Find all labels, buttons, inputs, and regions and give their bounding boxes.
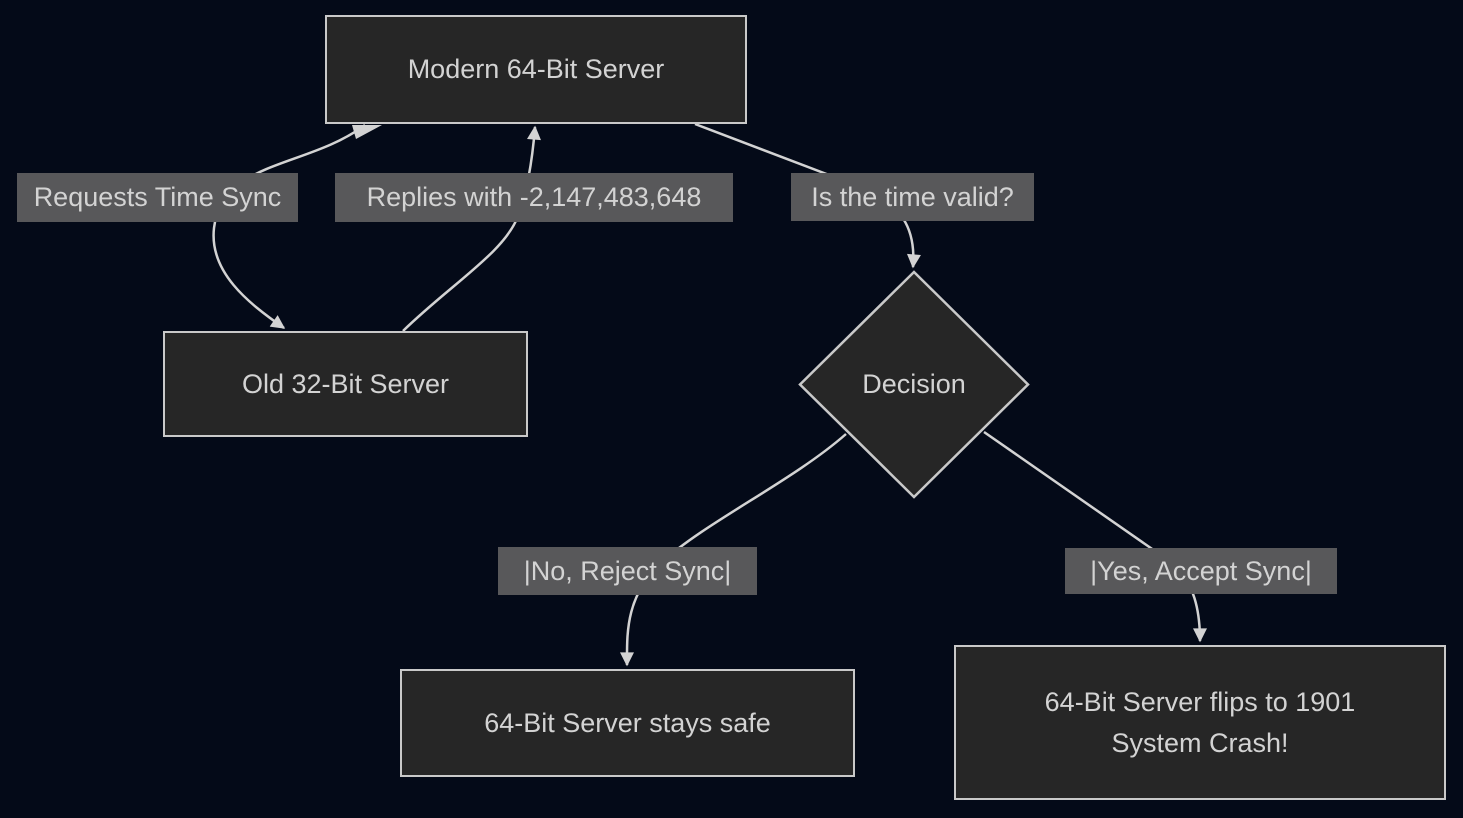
edge-label-no-reject-sync: |No, Reject Sync| bbox=[498, 547, 757, 595]
decision-diamond-shape bbox=[798, 270, 1030, 499]
edge-yes-accept-sync bbox=[983, 430, 1207, 643]
edge-label-is-time-valid: Is the time valid? bbox=[791, 173, 1034, 221]
edge-label-replies-overflow: Replies with -2,147,483,648 bbox=[335, 173, 733, 222]
edge-label-replies-text: Replies with -2,147,483,648 bbox=[366, 182, 702, 212]
node-decision-label: Decision bbox=[862, 369, 966, 399]
edge-label-valid-text: Is the time valid? bbox=[811, 181, 1014, 212]
edge-requests-start-arrowhead bbox=[352, 125, 382, 139]
edge-label-no-text: |No, Reject Sync| bbox=[523, 555, 732, 586]
node-decision: Decision bbox=[844, 362, 984, 407]
edge-label-yes-text: |Yes, Accept Sync| bbox=[1090, 555, 1312, 586]
node-old-label: Old 32-Bit Server bbox=[241, 368, 450, 399]
node-server-stays-safe: 64-Bit Server stays safe bbox=[400, 669, 855, 777]
node-modern-64bit-server: Modern 64-Bit Server bbox=[325, 15, 747, 124]
node-system-crash: 64-Bit Server flips to 1901 System Crash… bbox=[954, 645, 1446, 800]
edge-label-requests-time-sync: Requests Time Sync bbox=[17, 173, 298, 222]
node-safe-label: 64-Bit Server stays safe bbox=[484, 707, 771, 738]
node-crash-label-line2: System Crash! bbox=[1111, 727, 1289, 758]
edge-replies-overflow bbox=[402, 125, 541, 332]
node-crash-label-line1: 64-Bit Server flips to 1901 bbox=[1044, 686, 1356, 717]
node-modern-label: Modern 64-Bit Server bbox=[407, 54, 665, 84]
node-old-32bit-server: Old 32-Bit Server bbox=[163, 331, 528, 437]
edge-label-requests-text: Requests Time Sync bbox=[33, 182, 282, 212]
edge-label-yes-accept-sync: |Yes, Accept Sync| bbox=[1065, 548, 1337, 594]
edge-requests-time-sync bbox=[212, 124, 366, 330]
